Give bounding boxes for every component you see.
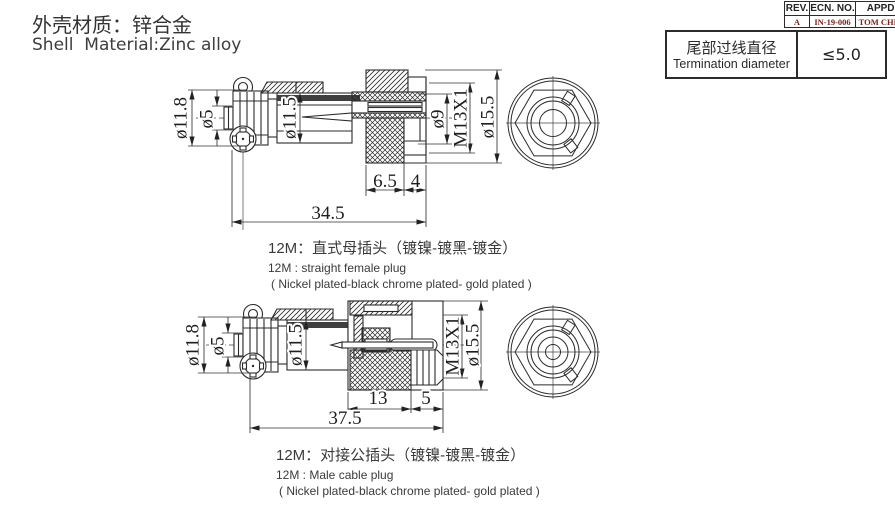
termination-value: ≤5.0: [822, 45, 861, 64]
svg-text:ø11.5: ø11.5: [280, 97, 301, 139]
svg-text:ø15.5: ø15.5: [463, 324, 484, 367]
svg-text:ø15.5: ø15.5: [478, 96, 499, 139]
svg-text:34.5: 34.5: [311, 203, 344, 224]
caption2-en: 12M : Male cable plug: [276, 468, 394, 482]
drawing2-dimensions: [198, 300, 488, 433]
caption1-cn: 12M：直式母插头（镀镍-镀黑-镀金）: [268, 240, 518, 257]
drawing1-dimensions: [188, 69, 502, 227]
svg-text:6.5: 6.5: [373, 171, 397, 192]
drawing1-side-view: [196, 69, 458, 230]
drawing2-end-view: [505, 304, 601, 400]
drawing2-side-view: [206, 300, 470, 391]
termination-label-cn: 尾部过线直径: [686, 38, 777, 57]
svg-text:ø5: ø5: [208, 337, 229, 356]
svg-text:ø11.8: ø11.8: [171, 97, 192, 139]
svg-text:ø9: ø9: [428, 110, 449, 129]
svg-text:5: 5: [421, 388, 431, 409]
drawing2-dim-labels: ø11.8 ø5 ø11.5 M13X1 ø15.5 13 5 37.5: [181, 314, 486, 431]
caption2-cn: 12M：对接公插头（镀镍-镀黑-镀金）: [276, 447, 526, 464]
caption-drawing2: 12M：对接公插头（镀镍-镀黑-镀金） 12M : Male cable plu…: [276, 448, 540, 497]
svg-text:M13X1: M13X1: [451, 88, 472, 147]
revision-table: REV. ECN. NO. APPD. A IN-19-006 TOM CHEN: [784, 1, 895, 28]
caption2-plating: ( Nickel plated-black chrome plated- gol…: [279, 484, 540, 498]
rev-cell-appd: TOM CHEN: [855, 15, 895, 28]
caption1-plating: ( Nickel plated-black chrome plated- gol…: [271, 277, 532, 291]
caption1-en: 12M : straight female plug: [268, 261, 407, 275]
svg-text:ø11.5: ø11.5: [286, 324, 307, 366]
termination-diameter-box: 尾部过线直径 Termination diameter ≤5.0: [665, 30, 887, 79]
caption-drawing1: 12M：直式母插头（镀镍-镀黑-镀金） 12M : straight femal…: [268, 241, 532, 290]
drawing1-dim-labels: ø11.8 ø5 ø11.5 ø9 M13X1 ø15.5 6.5 4 34.5: [169, 86, 501, 226]
svg-text:4: 4: [411, 171, 421, 192]
svg-text:ø11.8: ø11.8: [183, 324, 204, 366]
termination-label-en: Termination diameter: [673, 56, 790, 71]
svg-text:37.5: 37.5: [328, 408, 361, 429]
shell-material-cn: 外壳材质：锌合金: [32, 13, 192, 37]
shell-material-en: Shell Material:Zinc alloy: [32, 35, 242, 55]
svg-text:M13X1: M13X1: [443, 316, 464, 375]
drawing1-end-view: [505, 75, 601, 171]
svg-text:ø5: ø5: [197, 110, 218, 129]
svg-text:13: 13: [369, 388, 388, 409]
